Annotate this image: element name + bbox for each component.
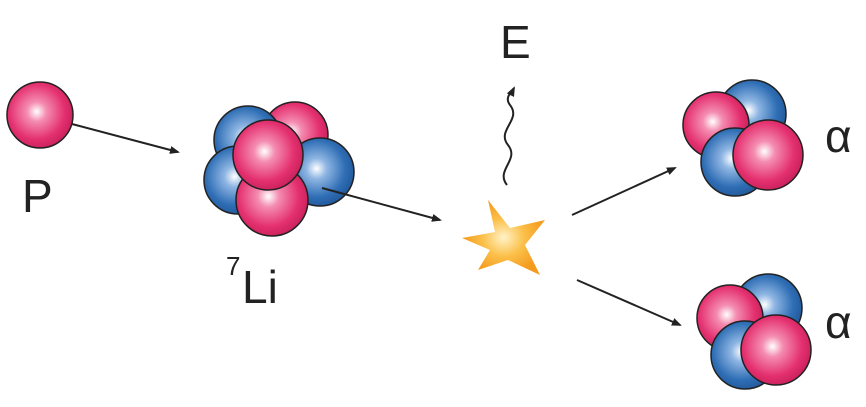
reaction-star: [462, 200, 545, 275]
alpha-label-top: α: [825, 110, 852, 162]
lithium-mass-number: 7: [226, 251, 240, 281]
arrow-proton-to-lithium: [71, 123, 180, 154]
proton-sphere: [6, 81, 74, 149]
alpha-particle-bottom: [696, 273, 812, 390]
alpha-particle-top: [682, 79, 804, 197]
alpha-label-bottom: α: [825, 296, 852, 348]
energy-label: E: [500, 16, 531, 68]
arrow-to-alpha-top: [571, 167, 677, 216]
arrow-lithium-to-reaction: [321, 187, 442, 222]
lithium-nucleus: [203, 101, 355, 237]
proton-label: P: [22, 170, 53, 222]
energy-wave-arrow: [502, 86, 515, 186]
lithium-label: Li: [242, 261, 278, 313]
arrow-to-alpha-bottom: [576, 279, 682, 326]
